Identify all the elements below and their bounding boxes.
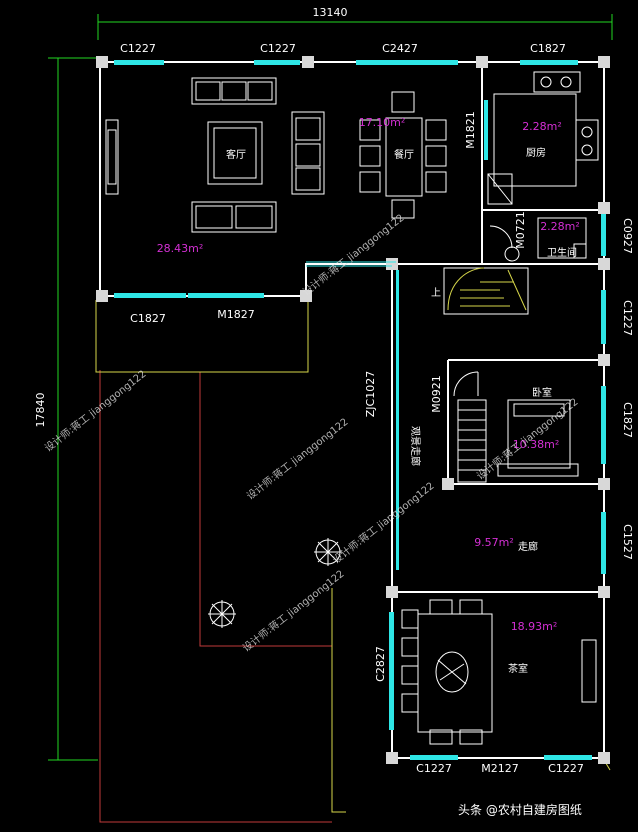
stair-up-label: 上: [431, 287, 441, 299]
kitchen-fixtures: [487, 71, 599, 205]
window-label: C1227: [548, 762, 584, 775]
door-label: M0921: [430, 375, 443, 413]
window-label: C2427: [382, 42, 418, 55]
window-label: C1227: [416, 762, 452, 775]
window-marks: [114, 60, 606, 760]
room-label-kitchen: 厨房: [526, 146, 546, 159]
door-label: M0721: [514, 211, 527, 249]
yard-outline: [95, 300, 611, 823]
window-label: C0927: [621, 218, 634, 254]
window-label: C1827: [130, 312, 166, 325]
window-label: C1227: [260, 42, 296, 55]
shrub-icon: [208, 600, 236, 628]
room-label-closet: 观景走廊: [409, 426, 422, 466]
room-label-bedroom: 卧室: [532, 386, 552, 399]
window-label: C1227: [120, 42, 156, 55]
tea-furniture: [401, 599, 597, 745]
room-label-tea: 茶室: [508, 662, 528, 675]
room-label-bath: 卫生间: [547, 246, 577, 259]
area-label-bedroom: 10.38m²: [513, 438, 560, 451]
area-label-living: 28.43m²: [157, 242, 204, 255]
area-label-kitchen: 2.28m²: [522, 120, 562, 133]
columns: [96, 56, 610, 764]
living-furniture: [105, 77, 325, 233]
door-label: M1821: [464, 111, 477, 149]
door-label: M2127: [481, 762, 519, 775]
bedroom-furniture: [453, 371, 579, 483]
bath-fixtures: [489, 217, 587, 262]
shrub-icon: [314, 538, 342, 566]
area-label-dining: 17.10m²: [359, 116, 406, 129]
total-height-label: 17840: [34, 393, 47, 428]
dimension-lines: [48, 14, 613, 761]
footer-credit: 头条 @农村自建房图纸: [458, 802, 582, 817]
window-label: ZJC1027: [364, 371, 377, 417]
room-label-dining: 餐厅: [394, 148, 414, 161]
room-label-living: 客厅: [226, 148, 246, 161]
room-label-corridor: 走廊: [518, 540, 538, 553]
area-label-corridor: 9.57m²: [474, 536, 514, 549]
door-label: M1827: [217, 308, 255, 321]
window-label: C2827: [374, 646, 387, 682]
area-label-tea: 18.93m²: [511, 620, 558, 633]
area-label-bath: 2.28m²: [540, 220, 580, 233]
window-label: C1827: [530, 42, 566, 55]
window-label: C1827: [621, 402, 634, 438]
corridor-window-lines: [306, 261, 396, 267]
window-label: C1527: [621, 524, 634, 560]
staircase: [443, 267, 529, 315]
dining-furniture: [359, 91, 447, 219]
window-label: C1227: [621, 300, 634, 336]
total-width-label: 13140: [313, 6, 348, 19]
